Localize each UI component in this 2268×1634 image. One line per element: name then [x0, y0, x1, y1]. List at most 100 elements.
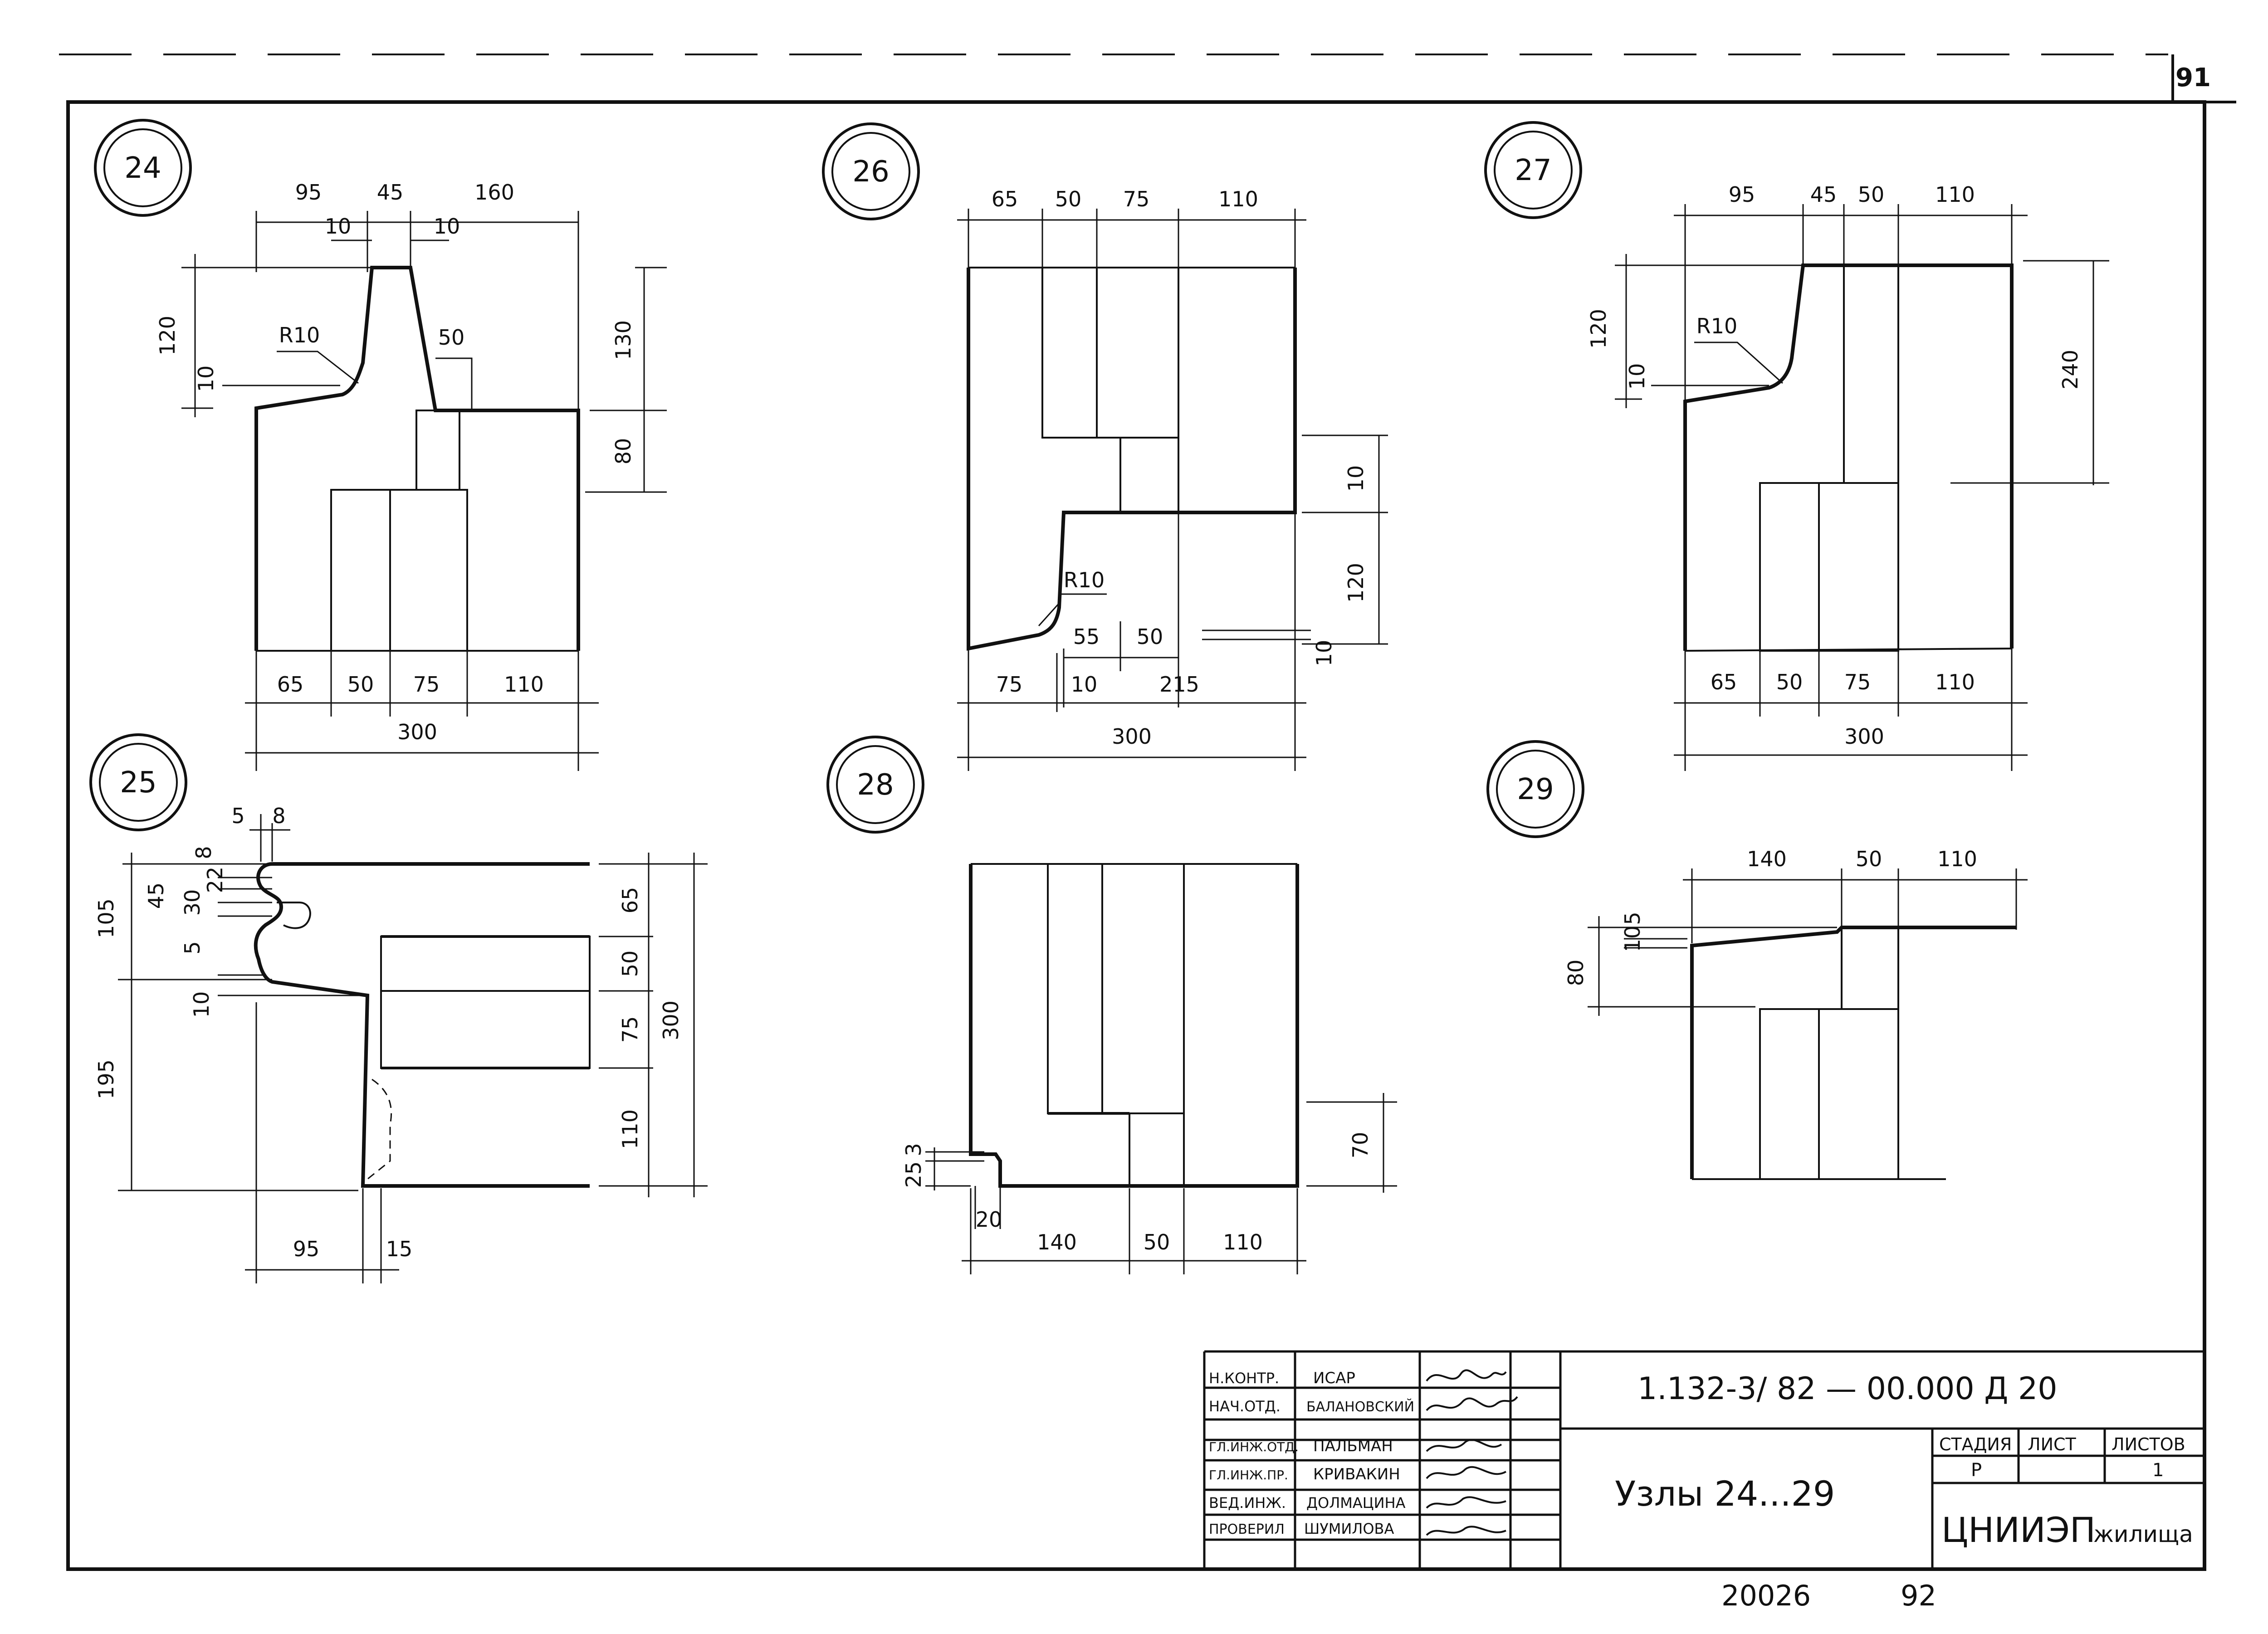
- detail-24-dim: 95: [295, 180, 322, 205]
- detail-25-dim: 8: [191, 846, 216, 859]
- detail-24-dim: 80: [611, 438, 635, 465]
- drawing-title: Узлы 24...29: [1615, 1473, 1835, 1514]
- detail-26-dim: 10: [1344, 465, 1368, 492]
- detail-26-dimensions: 65 50 75 110 10 120 R10 55 50 10 75 10 2…: [957, 187, 1388, 771]
- detail-26-dim: 10: [1312, 640, 1336, 667]
- document-code: 1.132-3/ 82 — 00.000 Д 20: [1637, 1371, 2058, 1407]
- sheets-label: ЛИСТОВ: [2112, 1434, 2185, 1454]
- detail-27-dim: 110: [1935, 670, 1975, 694]
- detail-24-dim: 50: [438, 325, 465, 350]
- detail-28-dim: 3: [901, 1143, 926, 1156]
- sheet-frame: 91: [59, 54, 2236, 1571]
- detail-25-dim: 5: [180, 941, 205, 954]
- detail-25-dim: 8: [272, 804, 285, 828]
- detail-25-number: 25: [120, 766, 156, 800]
- signatures: [1426, 1369, 1518, 1536]
- detail-27-badge: [1484, 121, 1582, 219]
- detail-26-badge: [822, 122, 920, 220]
- staff-name: БАЛАНОВСКИЙ: [1306, 1399, 1414, 1415]
- detail-27-dim: 120: [1586, 309, 1611, 349]
- detail-28-dim: 50: [1144, 1230, 1170, 1254]
- detail-24-profile: [254, 266, 580, 651]
- detail-24-dim: 110: [504, 672, 544, 697]
- detail-29-profile: [1690, 926, 2016, 1179]
- detail-26-dim: 50: [1137, 624, 1163, 649]
- detail-25-concrete: [380, 990, 591, 1069]
- organization-suffix: жилища: [2093, 1521, 2193, 1547]
- detail-27-dim: 240: [2058, 350, 2082, 390]
- detail-24-dim: 10: [194, 366, 218, 392]
- staff-role: ВЕД.ИНЖ.: [1209, 1494, 1286, 1512]
- detail-25-dim: 195: [94, 1059, 118, 1099]
- detail-26-dim: 300: [1112, 724, 1152, 749]
- detail-27-radius: R10: [1696, 314, 1738, 338]
- detail-28-dim: 25: [901, 1161, 926, 1188]
- detail-24-dim: 75: [413, 672, 440, 697]
- detail-25-dim: 300: [659, 1000, 683, 1040]
- organization: ЦНИИЭП: [1941, 1510, 2096, 1550]
- detail-25-profile: [254, 862, 590, 1188]
- detail-27-profile: [1683, 263, 2014, 651]
- detail-27-dim: 10: [1625, 363, 1649, 390]
- staff-role: Н.КОНТР.: [1209, 1370, 1279, 1387]
- detail-27-insulation-upper: [1843, 264, 1899, 484]
- detail-29-dimensions: 140 50 110 10 5 80: [1564, 847, 2028, 1016]
- detail-24-number: 24: [124, 151, 161, 185]
- detail-26-insulation-upper: [1041, 267, 1098, 439]
- detail-24-dim: 130: [611, 320, 635, 360]
- detail-26-dim: 65: [992, 187, 1018, 211]
- staff-role: ПРОВЕРИЛ: [1209, 1522, 1285, 1537]
- detail-26-radius: R10: [1064, 568, 1105, 592]
- signature: [1426, 1496, 1506, 1509]
- signature: [1426, 1369, 1507, 1382]
- detail-27-dim: 75: [1844, 670, 1871, 694]
- detail-28-concrete: [1101, 863, 1185, 1114]
- title-block: Н.КОНТР. ИСАР НАЧ.ОТД. БАЛАНОВСКИЙ ГЛ.ИН…: [1203, 1350, 2204, 1569]
- stage-value: Р: [1971, 1460, 1982, 1481]
- detail-26-insulation-lower: [1119, 437, 1179, 513]
- detail-24-dim: 45: [377, 180, 404, 205]
- detail-27-dim: 45: [1810, 182, 1837, 207]
- detail-25-dim: 95: [293, 1237, 320, 1261]
- sheet-label: ЛИСТ: [2028, 1434, 2077, 1454]
- detail-26-concrete: [1096, 267, 1179, 439]
- signature: [1426, 1526, 1506, 1536]
- detail-25-dim: 22: [203, 867, 227, 893]
- detail-25-groove: [277, 902, 311, 929]
- staff-name: ШУМИЛОВА: [1304, 1520, 1394, 1537]
- detail-24-dim: 65: [277, 672, 304, 697]
- detail-29-dim: 80: [1564, 960, 1588, 986]
- detail-29-dim: 10: [1620, 926, 1645, 952]
- detail-25-dim: 30: [180, 889, 205, 916]
- detail-25: 25 5 8 8 45 30 22 5 105 10 195 65 50 75 …: [89, 733, 708, 1283]
- staff-name: ПАЛЬМАН: [1313, 1437, 1393, 1455]
- detail-27-number: 27: [1515, 154, 1551, 187]
- detail-29-badge: [1486, 740, 1584, 838]
- detail-28-insulation-lower: [1129, 1112, 1185, 1187]
- detail-29-dim: 50: [1856, 847, 1882, 871]
- detail-25-dim: 5: [231, 804, 244, 828]
- detail-25-dim: 105: [94, 898, 118, 938]
- detail-26-dim: 110: [1218, 187, 1258, 211]
- detail-24-badge: [94, 119, 192, 217]
- detail-24-radius: R10: [279, 323, 320, 347]
- detail-26: 26 65 50 75 110 10 120 R10 55 50 10 75 1…: [822, 122, 1388, 771]
- page-number: 91: [2175, 63, 2211, 93]
- detail-28-insulation-upper: [1047, 863, 1103, 1114]
- detail-24-dim: 120: [155, 316, 180, 356]
- detail-24-concrete: [389, 489, 468, 652]
- detail-25-dim: 65: [618, 887, 642, 914]
- detail-27-dim: 95: [1729, 182, 1755, 207]
- detail-27: 27 95 45 50 110 120 R10 10 240 65 50 75 …: [1484, 121, 2109, 771]
- detail-24: 24 95 45 160 10 10 120 10 R10 50 130 80: [94, 119, 667, 771]
- detail-24-dim: 300: [397, 720, 437, 744]
- detail-25-badge: [89, 733, 187, 831]
- detail-29-number: 29: [1517, 773, 1554, 806]
- stage-label: СТАДИЯ: [1939, 1434, 2012, 1454]
- detail-26-dim: 75: [996, 672, 1023, 697]
- staff-role: ГЛ.ИНЖ.ПР.: [1209, 1468, 1288, 1483]
- detail-25-dim: 110: [618, 1109, 642, 1149]
- detail-29-dim: 110: [1937, 847, 1977, 871]
- detail-25-dim: 75: [618, 1016, 642, 1043]
- detail-29-dim: 5: [1620, 912, 1645, 925]
